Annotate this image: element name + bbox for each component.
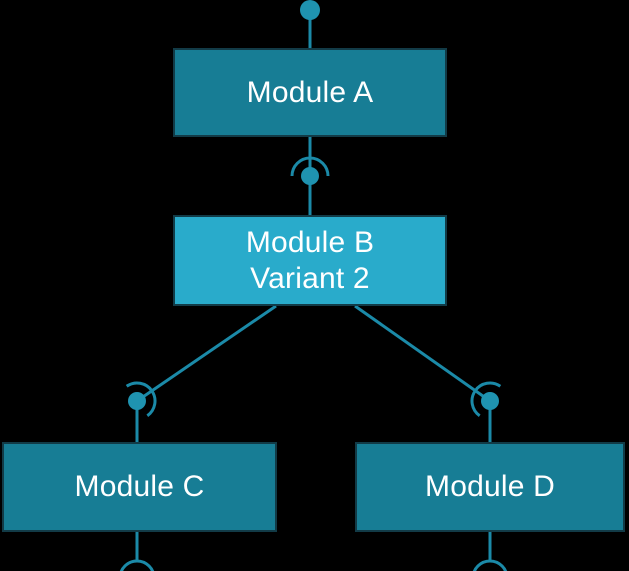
interface-d-bottom-socket-icon[interactable] xyxy=(472,559,508,571)
node-module-c[interactable]: Module C xyxy=(2,442,277,532)
node-module-b-label-line1: Module B xyxy=(245,226,375,260)
interface-c-ball-socket-icon[interactable] xyxy=(125,376,162,417)
node-module-a[interactable]: Module A xyxy=(173,48,447,137)
node-module-d[interactable]: Module D xyxy=(355,442,625,532)
node-module-b-label-line2: Variant 2 xyxy=(250,261,370,295)
interface-a-b-ball-socket-icon[interactable] xyxy=(290,156,330,185)
interface-c-bottom-socket-icon[interactable] xyxy=(119,559,155,571)
node-module-b[interactable]: Module B Variant 2 xyxy=(173,215,447,306)
interface-d-ball-socket-icon[interactable] xyxy=(465,376,502,417)
node-module-a-label: Module A xyxy=(246,75,374,109)
connector-b-to-c-diagonal xyxy=(136,304,277,403)
node-module-d-label: Module D xyxy=(425,470,555,504)
interface-c-ball-icon[interactable] xyxy=(128,392,146,410)
interface-top-ball-icon[interactable] xyxy=(300,0,320,20)
interface-d-ball-icon[interactable] xyxy=(481,392,499,410)
node-module-c-label: Module C xyxy=(74,470,205,504)
connector-b-to-d-diagonal xyxy=(354,304,491,403)
